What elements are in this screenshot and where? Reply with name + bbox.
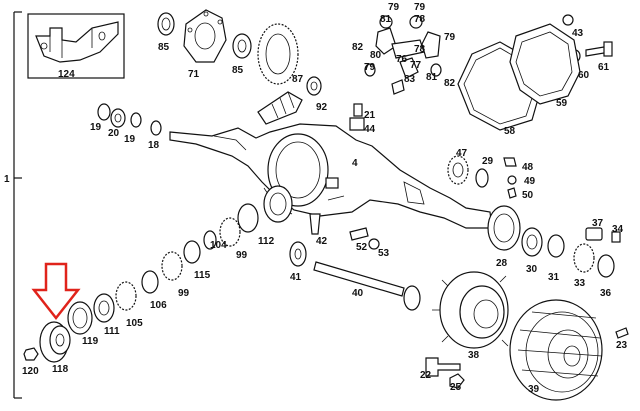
part-number-label: 115 — [194, 270, 211, 281]
part-number-label: 80 — [370, 50, 382, 61]
part-number-label: 79 — [414, 2, 426, 13]
part-number-label: 79 — [364, 62, 376, 73]
section-bracket — [13, 11, 22, 399]
part-number-label: 36 — [600, 288, 612, 299]
drive-flange-icon — [289, 241, 307, 267]
bracket-icon — [27, 13, 125, 79]
part-number-label: 52 — [356, 242, 368, 253]
part-number-label: 44 — [364, 124, 376, 135]
part-number-label: 78 — [414, 14, 426, 25]
part-number-label: 59 — [556, 98, 568, 109]
part-number-label: 28 — [496, 258, 508, 269]
part-number-label: 22 — [420, 370, 432, 381]
cover-gasket-icon — [457, 41, 541, 131]
breather-icon — [349, 103, 365, 131]
part-number-label: 40 — [352, 288, 364, 299]
part-number-label: 81 — [426, 72, 438, 83]
spider-gear-icon — [364, 15, 442, 95]
part-number-label: 19 — [90, 122, 102, 133]
part-number-label: 21 — [364, 110, 376, 121]
part-number-label: 30 — [526, 264, 538, 275]
nut-icon — [23, 347, 39, 361]
bearing-ring-icon — [232, 33, 252, 59]
section-marker: 1 — [4, 174, 10, 185]
part-number-label: 71 — [188, 69, 200, 80]
differential-carrier-icon — [183, 9, 227, 63]
stud-icon — [615, 327, 629, 339]
part-number-label: 92 — [316, 102, 328, 113]
part-number-label: 60 — [578, 70, 590, 81]
part-number-label: 105 — [126, 318, 143, 329]
part-number-label: 78 — [414, 44, 426, 55]
part-number-label: 47 — [456, 148, 468, 159]
part-number-label: 18 — [148, 140, 160, 151]
part-number-label: 111 — [104, 326, 120, 337]
part-number-label: 85 — [158, 42, 170, 53]
part-number-label: 106 — [150, 300, 167, 311]
cover-icon — [509, 23, 581, 105]
part-number-label: 112 — [258, 236, 275, 247]
part-number-label: 25 — [450, 382, 462, 393]
down-arrow-icon — [31, 262, 81, 321]
part-number-label: 87 — [292, 74, 304, 85]
axle-housing-icon — [169, 123, 493, 229]
part-number-label: 39 — [528, 384, 540, 395]
part-number-label: 49 — [524, 176, 536, 187]
part-number-label: 42 — [316, 236, 328, 247]
part-number-label: 29 — [482, 156, 494, 167]
bolt-icon — [425, 357, 465, 389]
brake-drum-icon — [509, 299, 603, 401]
bearing-icon — [447, 155, 517, 199]
part-number-label: 99 — [236, 250, 248, 261]
part-number-label: 118 — [52, 364, 69, 375]
part-number-label: 43 — [572, 28, 584, 39]
part-number-label: 79 — [388, 2, 400, 13]
part-number-label: 85 — [232, 65, 244, 76]
spacer-icon — [487, 205, 621, 278]
bearing-ring-icon — [157, 12, 175, 36]
part-number-label: 38 — [468, 350, 480, 361]
part-number-label: 82 — [444, 78, 456, 89]
part-number-label: 79 — [444, 32, 456, 43]
ring-gear-icon — [257, 23, 299, 85]
part-number-label: 82 — [352, 42, 364, 53]
part-number-label: 34 — [612, 224, 624, 235]
part-number-label: 37 — [592, 218, 604, 229]
bearing-icon — [161, 185, 293, 281]
bearing-ring-icon — [306, 76, 322, 96]
part-number-label: 50 — [522, 190, 534, 201]
part-number-label: 99 — [178, 288, 190, 299]
part-number-label: 48 — [522, 162, 534, 173]
part-number-label: 53 — [378, 248, 390, 259]
part-number-label: 81 — [380, 14, 392, 25]
part-number-label: 119 — [82, 336, 99, 347]
part-number-label: 23 — [616, 340, 628, 351]
part-number-label: 4 — [352, 158, 358, 169]
part-number-label: 61 — [598, 62, 610, 73]
part-number-label: 41 — [290, 272, 302, 283]
part-number-label: 58 — [504, 126, 516, 137]
part-number-label: 124 — [58, 69, 75, 80]
part-number-label: 33 — [574, 278, 586, 289]
part-number-label: 120 — [22, 366, 39, 377]
part-number-label: 83 — [404, 74, 416, 85]
part-number-label: 104 — [210, 240, 227, 251]
axle-shaft-icon — [313, 261, 421, 311]
part-number-label: 31 — [548, 272, 560, 283]
part-number-label: 19 — [124, 134, 136, 145]
seal-ring-icon — [97, 103, 162, 136]
part-number-label: 76 — [396, 54, 408, 65]
part-number-label: 20 — [108, 128, 120, 139]
drive-flange-icon — [39, 321, 71, 363]
pinion-gear-icon — [257, 91, 303, 125]
part-number-label: 77 — [410, 60, 422, 71]
seal-ring-icon — [67, 270, 159, 335]
stud-icon — [309, 213, 380, 250]
wheel-hub-icon — [432, 271, 509, 349]
